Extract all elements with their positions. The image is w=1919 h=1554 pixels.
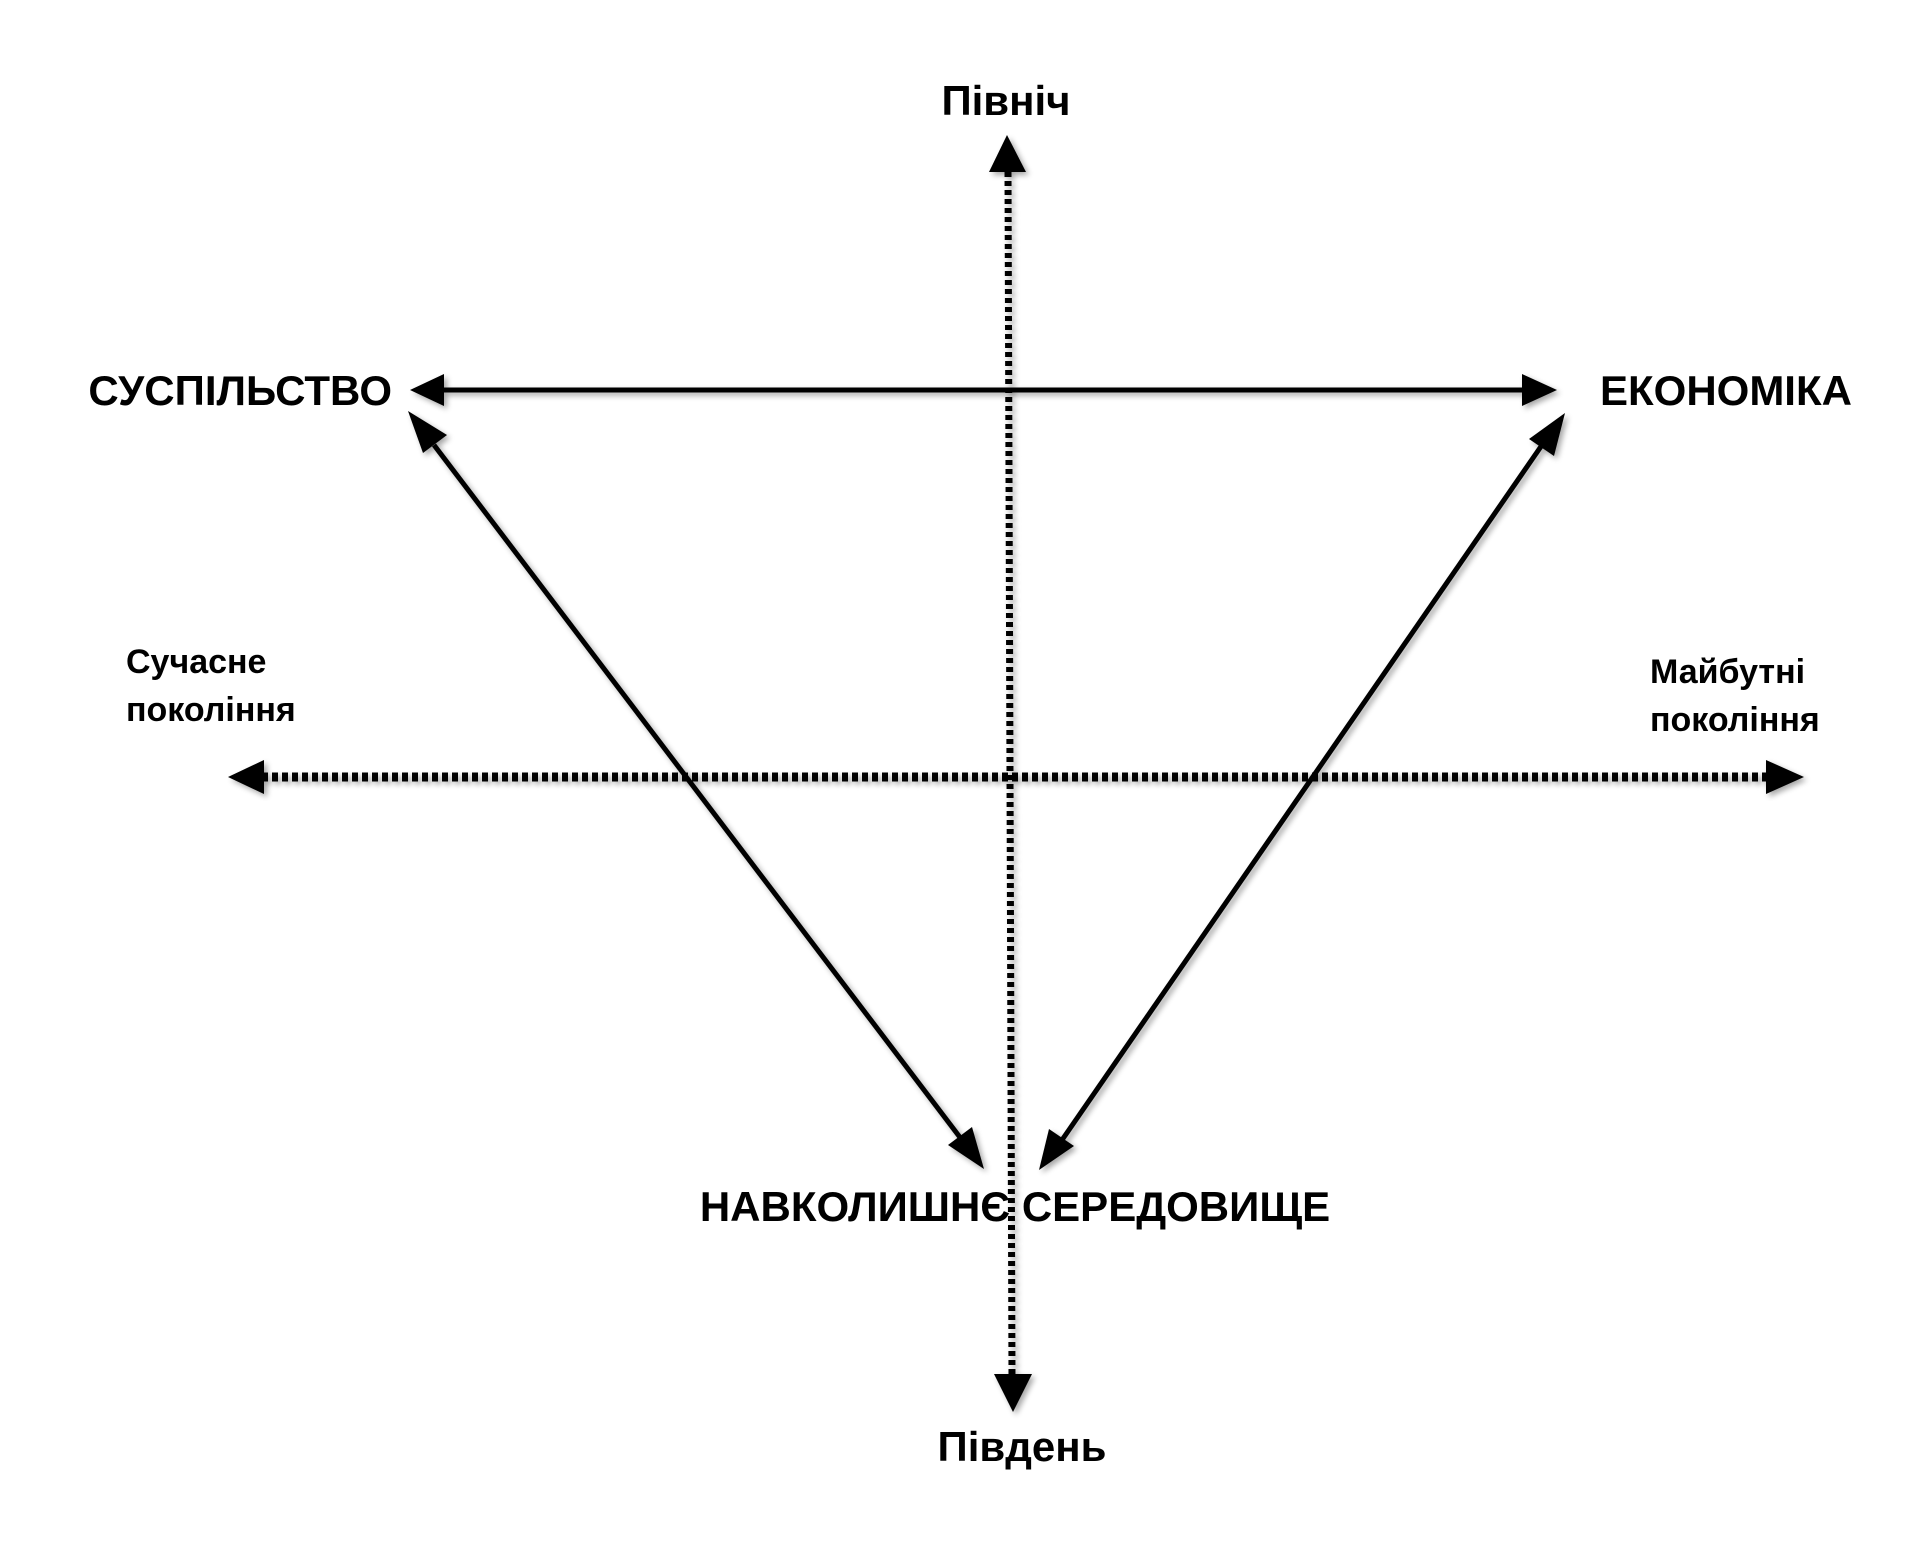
economy-environment-line [1059,443,1545,1142]
future-generations-label-line2: покоління [1650,701,1820,739]
south-label: Південь [938,1423,1107,1470]
economy-environment-arrowhead-bottom [1039,1129,1074,1170]
environment-node-label: НАВКОЛИШНЄ СЕРЕДОВИЩЕ [700,1183,1330,1230]
economy-node-label: ЕКОНОМІКА [1600,367,1852,414]
future-generations-arrowhead [1766,760,1804,794]
triangle [408,374,1565,1170]
north-arrowhead [989,135,1026,172]
current-generation-label-line1: Сучасне [126,643,266,681]
society-economy-arrowhead-left [410,374,444,406]
generations-axis [228,760,1804,794]
north-label: Північ [941,77,1070,124]
economy-environment-arrowhead-top [1529,413,1565,456]
society-environment-arrowhead-bottom [948,1127,984,1169]
north-south-axis [989,135,1032,1412]
society-environment-arrowhead-top [408,411,447,453]
society-economy-arrowhead-right [1522,374,1557,406]
current-generation-label-line2: покоління [126,691,296,729]
society-node-label: СУСПІЛЬСТВО [88,367,392,414]
current-generation-arrowhead [228,760,264,794]
society-environment-line [432,443,964,1142]
north-south-dotted-line [1004,171,1016,1379]
future-generations-label-line1: Майбутні [1650,653,1805,691]
south-arrowhead [994,1374,1032,1412]
